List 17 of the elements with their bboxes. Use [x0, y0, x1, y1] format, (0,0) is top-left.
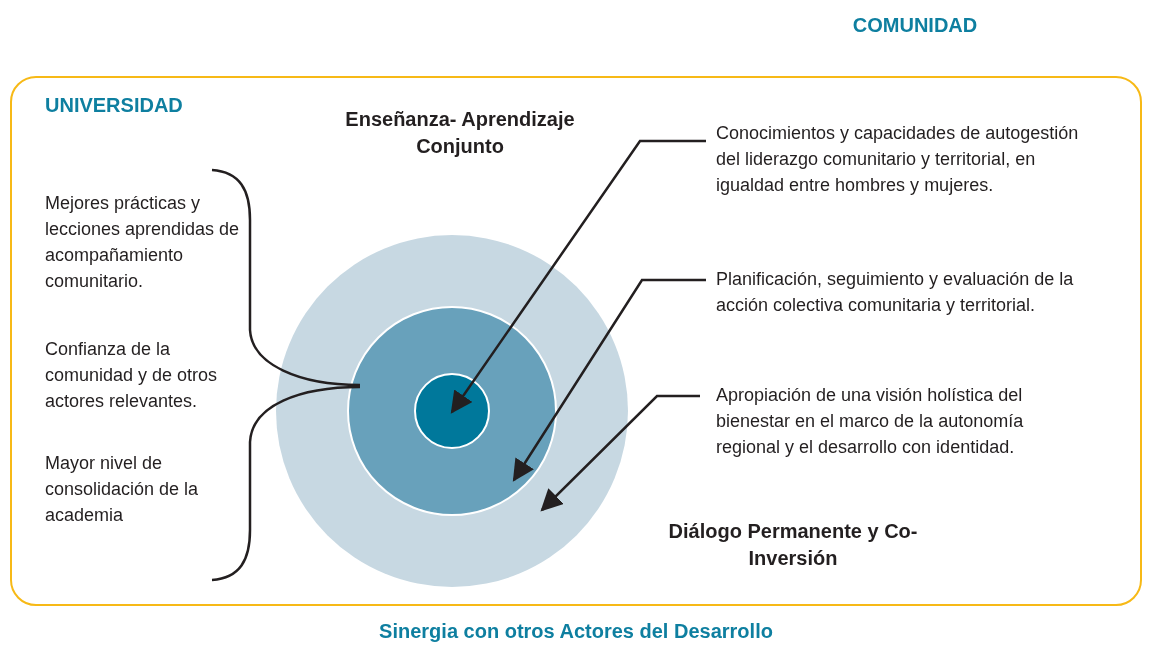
- section-heading: UNIVERSIDAD: [45, 94, 183, 117]
- description-text: Confianza de la comunidad y de otros actores relevantes.: [45, 336, 243, 414]
- description-text: Planificación, seguimiento y evaluación de la acción colectiva comunitaria y territorial.: [716, 266, 1088, 318]
- description-text: Mayor nivel de consolidación de la academia: [45, 450, 243, 585]
- ring-label: Enseñanza- Aprendizaje Conjunto: [344, 107, 576, 159]
- description-text: Apropiación de una visión holística del bienestar en el marco de la autonomía regional y el desarrollo con identidad.: [716, 382, 1088, 460]
- description-text: Conocimientos y capacidades de autogestión del liderazgo comunitario y territorial, en igualdad entre hombres y mujeres.: [716, 120, 1088, 198]
- arrow: [450, 139, 706, 414]
- arrow: [512, 278, 706, 482]
- ring-label: Diálogo Permanente y Co- Inversión: [668, 519, 918, 571]
- description-text: Mejores prácticas y lecciones aprendidas de acompañamiento comunitario.: [45, 166, 243, 294]
- caption: Sinergia con otros Actores del Desarrollo: [378, 620, 774, 643]
- bracket-line: [211, 168, 361, 387]
- bracket-line: [211, 385, 361, 582]
- region-heading: COMUNIDAD: [851, 14, 979, 37]
- rounded-frame: [10, 76, 1142, 606]
- arrow: [540, 394, 700, 512]
